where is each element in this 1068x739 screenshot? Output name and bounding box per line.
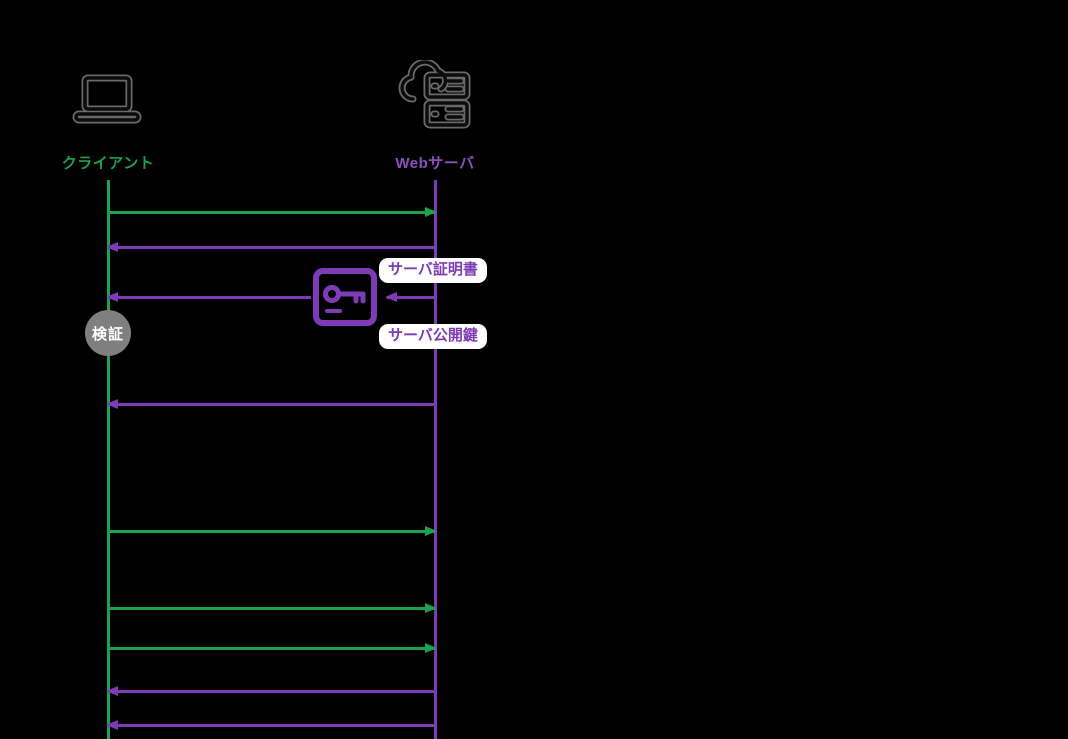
arrowhead-icon	[425, 526, 437, 536]
message-arrow-right	[108, 526, 437, 536]
message-arrow-right	[108, 643, 437, 653]
actor-label-client: クライアント	[61, 155, 155, 172]
lifeline-client	[106, 180, 110, 739]
message-arrow-left	[385, 292, 435, 302]
arrowhead-icon	[106, 686, 118, 696]
label-server-public-key: サーバ公開鍵	[379, 324, 487, 349]
arrowhead-icon	[106, 292, 118, 302]
arrowhead-icon	[385, 292, 397, 302]
label-server-certificate: サーバ証明書	[379, 258, 487, 283]
message-arrow-left	[106, 399, 435, 409]
message-arrow-left	[106, 242, 435, 252]
arrowhead-icon	[106, 399, 118, 409]
message-arrow-left	[106, 720, 435, 730]
lifeline-server	[433, 180, 437, 739]
actor-label-server: Webサーバ	[395, 155, 475, 172]
message-arrow-left	[106, 292, 311, 302]
verification-badge: 検証	[85, 310, 131, 356]
message-arrow-left	[106, 686, 435, 696]
arrowhead-icon	[425, 603, 437, 613]
arrowhead-icon	[425, 643, 437, 653]
arrowhead-icon	[106, 720, 118, 730]
arrowhead-icon	[106, 242, 118, 252]
message-arrow-right	[108, 603, 437, 613]
arrowhead-icon	[425, 207, 437, 217]
laptop-icon	[72, 74, 142, 126]
certificate-key-icon	[313, 268, 377, 326]
cloud-server-icon	[398, 60, 472, 134]
message-arrow-right	[108, 207, 437, 217]
